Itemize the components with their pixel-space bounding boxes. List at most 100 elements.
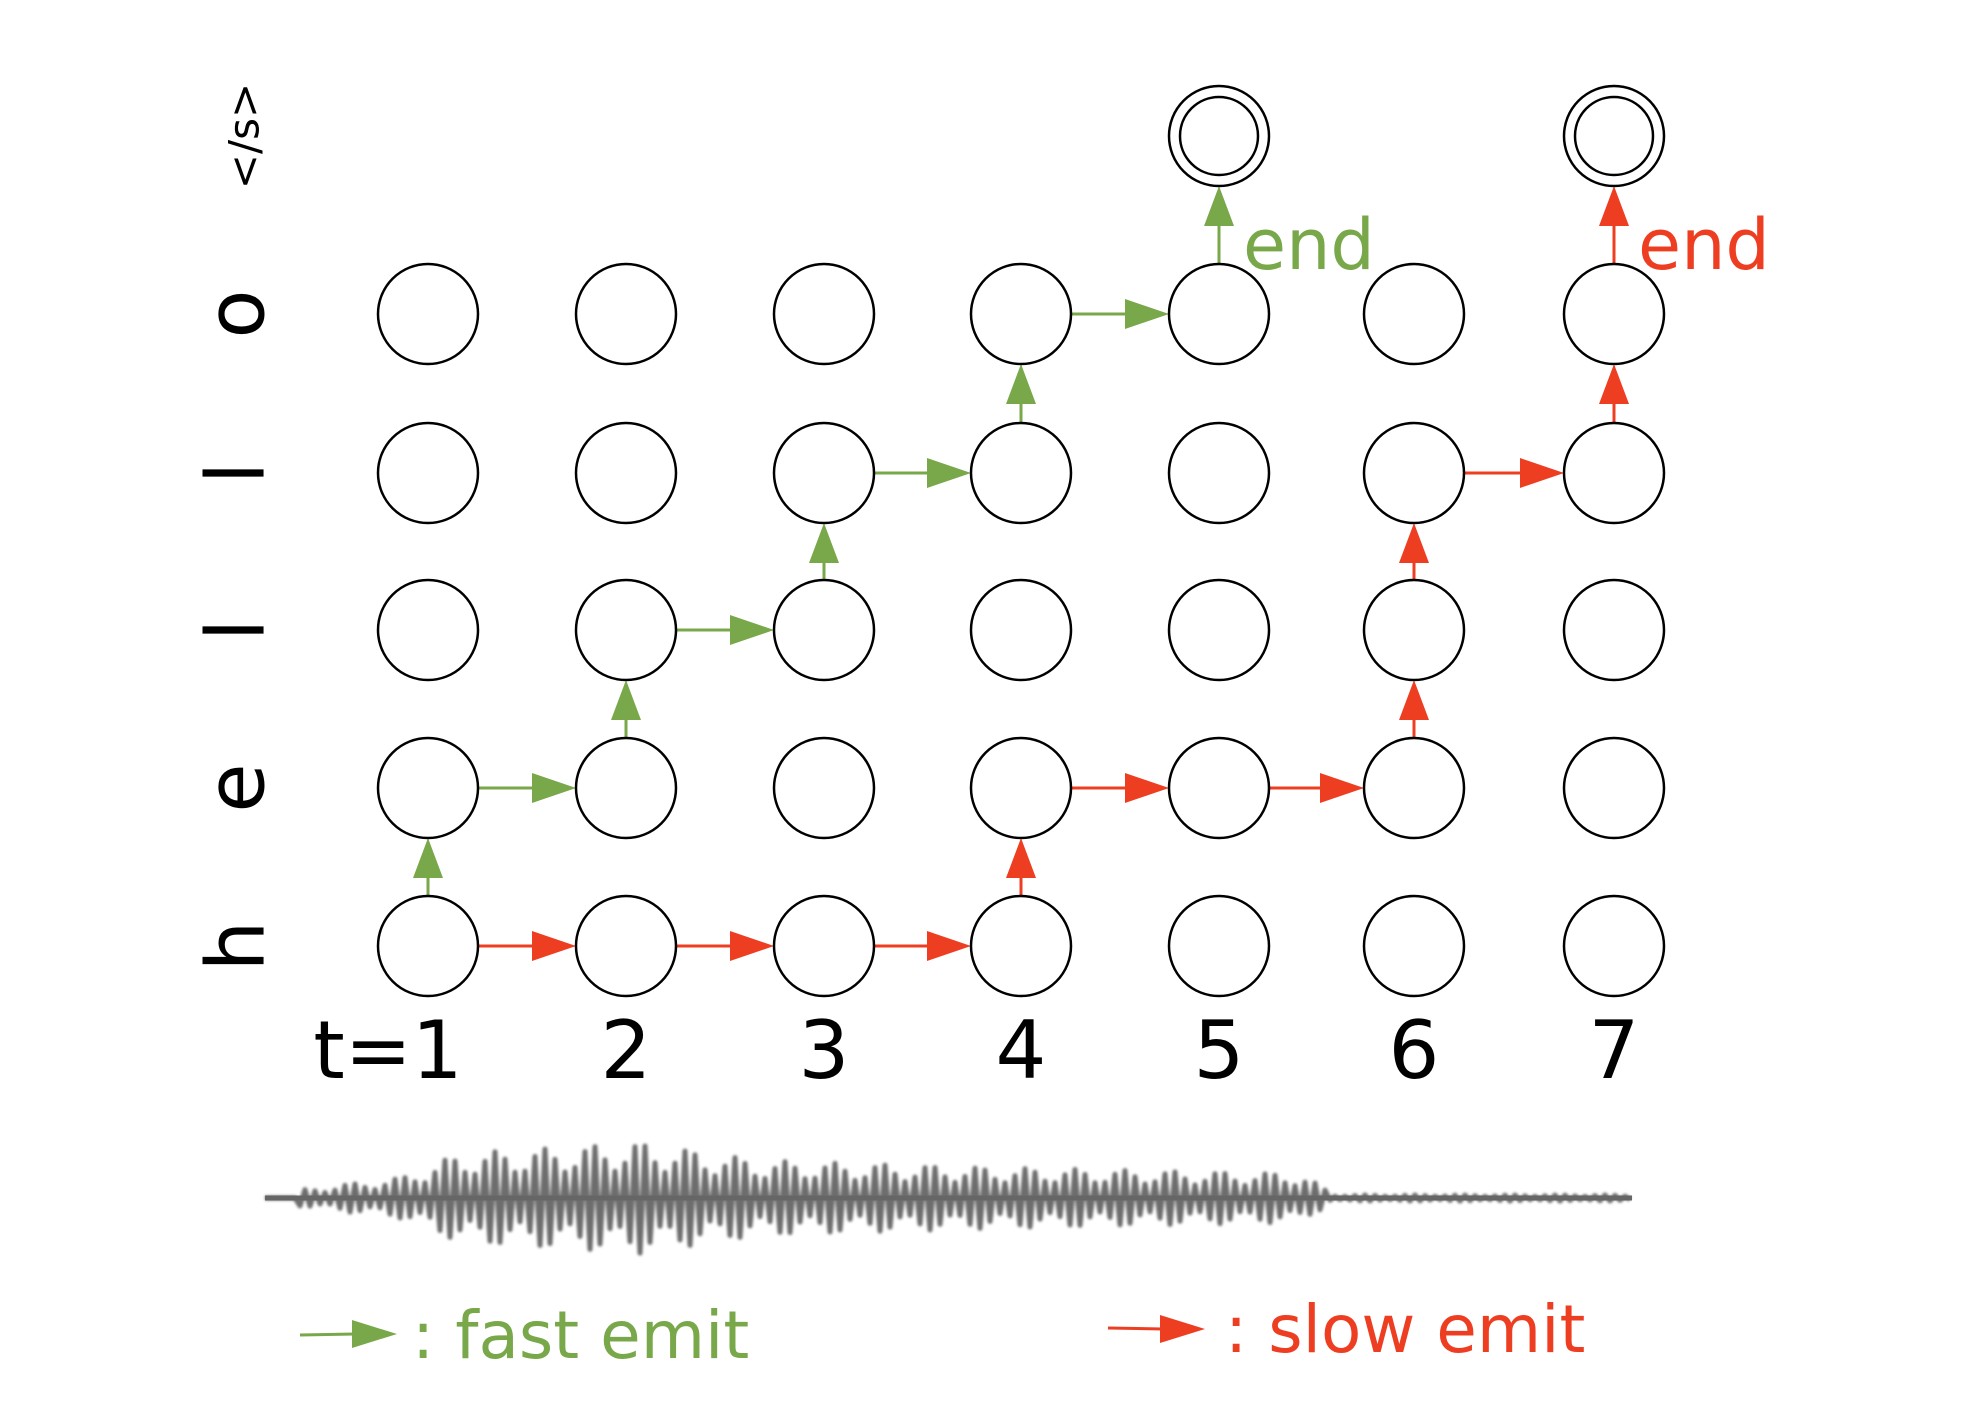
lattice-node-t2-u3 — [574, 578, 678, 682]
slow-arrow-1 — [478, 931, 576, 961]
fast-arrow-6 — [874, 458, 971, 488]
lattice-node-t1-u5 — [376, 262, 480, 366]
fast-arrow-3 — [611, 680, 641, 738]
lattice-node-t2-u2 — [574, 736, 678, 840]
slow-arrow-head — [532, 931, 576, 961]
lattice-node-t6-u2 — [1362, 736, 1466, 840]
time-label-5: 5 — [1194, 1004, 1245, 1097]
fast-arrow-head — [927, 458, 971, 488]
legend: : fast emit : slow emit — [299, 1291, 1585, 1374]
fast-arrow-2 — [478, 773, 576, 803]
lattice-node-t2-u4 — [574, 421, 678, 525]
legend-slow-label: : slow emit — [1225, 1291, 1585, 1368]
lattice-node-t1-u2 — [376, 736, 480, 840]
legend-slow-arrow-head — [1160, 1315, 1205, 1343]
slow-arrow-10 — [1599, 364, 1629, 423]
lattice-node-t7-u3 — [1562, 578, 1666, 682]
lattice-node-t4-u4 — [969, 421, 1073, 525]
lattice-node-t1-u4 — [376, 421, 480, 525]
lattice-node-t3-u3 — [772, 578, 876, 682]
lattice-node-t7-u4 — [1562, 421, 1666, 525]
fast-end-label: end — [1243, 204, 1375, 286]
time-label-1: t=1 — [313, 1004, 462, 1097]
lattice-nodes — [376, 84, 1666, 998]
end-node-inner-ring — [1178, 95, 1260, 177]
slow-arrow-head — [1006, 838, 1036, 878]
slow-arrow-9 — [1464, 458, 1564, 488]
fast-arrow-1 — [413, 838, 443, 896]
end-node-inner-ring — [1573, 95, 1655, 177]
lattice-node-t5-u3 — [1167, 578, 1271, 682]
slow-arrow-head — [1520, 458, 1564, 488]
slow-arrow-7 — [1399, 680, 1429, 738]
slow-arrow-5 — [1071, 773, 1169, 803]
fast-arrow-head — [611, 680, 641, 720]
lattice-node-t7-u5 — [1562, 262, 1666, 366]
slow-arrow-head — [1399, 523, 1429, 563]
fast-arrow-head — [1006, 364, 1036, 404]
lattice-node-t6-u5 — [1362, 262, 1466, 366]
end-node-outer-ring — [1562, 84, 1666, 188]
lattice-node-t5-u5 — [1167, 262, 1271, 366]
fast-arrow-8 — [1071, 299, 1169, 329]
time-label-2: 2 — [601, 1004, 652, 1097]
lattice-node-t7-u2 — [1562, 736, 1666, 840]
fast-arrow-head — [413, 838, 443, 878]
lattice-node-t5-u4 — [1167, 421, 1271, 525]
slow-arrow-head — [1599, 186, 1629, 226]
row-label-4: l — [190, 462, 283, 484]
audio-waveform — [265, 1143, 1632, 1256]
slow-arrow-3 — [874, 931, 971, 961]
fast-arrow-7 — [1006, 364, 1036, 423]
slow-arrow-head — [1599, 364, 1629, 404]
end-node-t7 — [1562, 84, 1666, 188]
row-label-3: l — [190, 619, 283, 641]
lattice-node-t6-u1 — [1362, 894, 1466, 998]
legend-fast: : fast emit — [299, 1297, 749, 1374]
slow-arrow-6 — [1269, 773, 1364, 803]
fast-arrow-4 — [676, 615, 774, 645]
lattice-node-t3-u5 — [772, 262, 876, 366]
lattice-node-t6-u3 — [1362, 578, 1466, 682]
lattice-node-t1-u1 — [376, 894, 480, 998]
end-node-t5 — [1167, 84, 1271, 188]
legend-slow-arrow-shaft — [1107, 1326, 1164, 1331]
slow-arrow-4 — [1006, 838, 1036, 896]
slow-arrow-head — [927, 931, 971, 961]
lattice-node-t1-u3 — [376, 578, 480, 682]
lattice-node-t5-u1 — [1167, 894, 1271, 998]
legend-fast-label: : fast emit — [412, 1297, 749, 1374]
lattice-node-t4-u3 — [969, 578, 1073, 682]
end-node-outer-ring — [1167, 84, 1271, 188]
fast-arrow-head — [532, 773, 576, 803]
alignment-arrows — [413, 186, 1629, 961]
row-label-6: </s> — [220, 83, 269, 189]
legend-slow: : slow emit — [1107, 1291, 1585, 1368]
slow-arrow-2 — [676, 931, 774, 961]
row-label-1: h — [190, 921, 283, 972]
lattice-node-t4-u5 — [969, 262, 1073, 366]
fast-arrow-head — [730, 615, 774, 645]
time-label-7: 7 — [1589, 1004, 1640, 1097]
slow-arrow-head — [1320, 773, 1364, 803]
lattice-node-t2-u5 — [574, 262, 678, 366]
slow-arrow-head — [1399, 680, 1429, 720]
lattice-node-t3-u2 — [772, 736, 876, 840]
lattice-node-t5-u2 — [1167, 736, 1271, 840]
slow-arrow-11 — [1599, 186, 1629, 264]
fast-arrow-head — [809, 523, 839, 563]
fast-arrow-head — [1125, 299, 1169, 329]
fast-arrow-head — [1204, 186, 1234, 226]
legend-fast-arrow-head — [352, 1320, 397, 1348]
fast-arrow-5 — [809, 523, 839, 580]
slow-arrow-head — [1125, 773, 1169, 803]
slow-arrow-head — [730, 931, 774, 961]
lattice-node-t3-u1 — [772, 894, 876, 998]
lattice-node-t3-u4 — [772, 421, 876, 525]
lattice-node-t6-u4 — [1362, 421, 1466, 525]
lattice-node-t4-u1 — [969, 894, 1073, 998]
legend-fast-arrow-shaft — [299, 1332, 356, 1337]
